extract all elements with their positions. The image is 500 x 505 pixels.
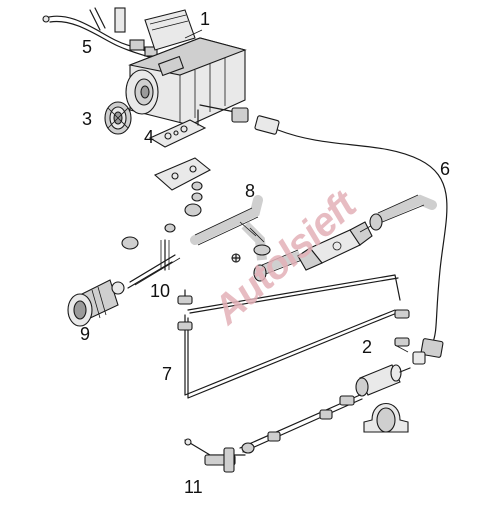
- callout-3: 3: [82, 109, 93, 129]
- callout-8: 8: [245, 181, 256, 201]
- heater-cover: [144, 9, 196, 51]
- exhaust-tail-pipe: [369, 194, 437, 231]
- callout-4: 4: [144, 127, 155, 147]
- callout-1: 1: [200, 9, 211, 29]
- fuel-line-lower: [239, 394, 363, 453]
- gasket: [148, 109, 207, 148]
- exhaust-pipe: [190, 195, 303, 282]
- heater-unit: [125, 37, 247, 126]
- grommet: [104, 101, 132, 135]
- callout-11: 11: [184, 477, 203, 497]
- callout-6: 6: [440, 159, 451, 179]
- callout-10: 10: [150, 281, 171, 301]
- callout-9: 9: [80, 324, 91, 344]
- wiring-harness: [42, 7, 159, 61]
- fuel-line: [184, 274, 401, 399]
- callout-2: 2: [362, 337, 373, 357]
- pump-bracket: [363, 403, 409, 433]
- fuel-standpipe: [184, 438, 255, 473]
- pipe-clamp: [121, 203, 202, 250]
- fuel-pump-cable: [277, 129, 448, 365]
- cable-connector: [199, 104, 280, 135]
- air-intake-tube: [67, 279, 119, 327]
- flex-tube-left: [111, 239, 181, 295]
- callout-5: 5: [82, 37, 93, 57]
- mounting-bracket: [153, 157, 211, 202]
- leader-lines: [184, 29, 409, 353]
- fuel-connector: [177, 289, 410, 347]
- exhaust-clamp: [231, 253, 241, 263]
- callout-7: 7: [162, 364, 173, 384]
- silencer: [297, 221, 379, 271]
- fuel-pump: [355, 364, 411, 397]
